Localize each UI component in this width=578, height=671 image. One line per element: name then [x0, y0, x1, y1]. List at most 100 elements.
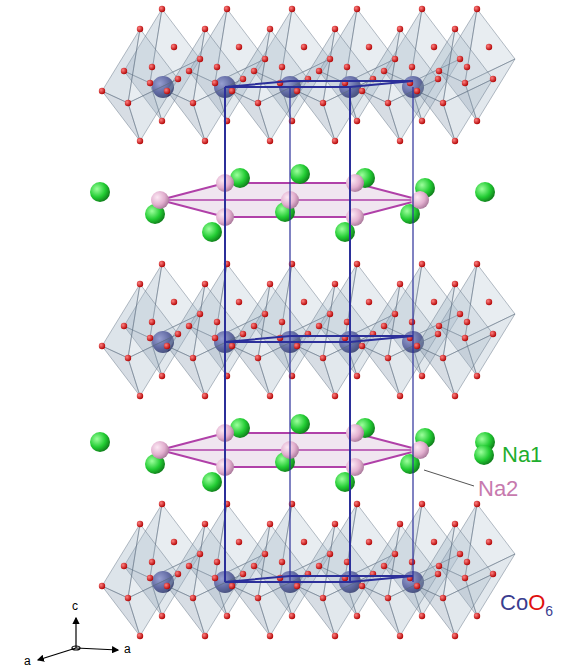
- o-atom: [381, 563, 387, 569]
- a-axis: [76, 648, 118, 650]
- cell-edge: [412, 87, 414, 582]
- o-atom: [332, 281, 338, 287]
- o-atom: [289, 6, 295, 12]
- o-atom: [159, 6, 165, 12]
- na-layer: [90, 414, 495, 492]
- o-atom: [255, 595, 261, 601]
- o-atom: [99, 583, 105, 589]
- o-atom: [251, 323, 257, 329]
- o-atom: [294, 583, 300, 589]
- o-atom: [474, 373, 480, 379]
- o-atom: [262, 311, 268, 317]
- o-atom: [409, 64, 415, 70]
- o-atom: [419, 6, 425, 12]
- o-atom: [452, 138, 458, 144]
- o-atom: [214, 559, 220, 565]
- a-axis: [38, 648, 76, 660]
- o-atom: [214, 64, 220, 70]
- o-atom: [149, 64, 155, 70]
- na1-atom: [90, 182, 110, 202]
- octahedron-face: [443, 334, 493, 396]
- o-atom: [327, 56, 333, 62]
- o-atom: [186, 68, 192, 74]
- o-atom: [490, 76, 496, 82]
- o-atom: [397, 521, 403, 527]
- o-atom: [197, 551, 203, 557]
- polyhedron-label: O: [528, 592, 545, 614]
- o-atom: [159, 373, 165, 379]
- na1-atom: [475, 182, 495, 202]
- o-atom: [354, 118, 360, 124]
- o-atom: [229, 88, 235, 94]
- o-atom: [359, 583, 365, 589]
- o-atom: [294, 88, 300, 94]
- o-atom: [279, 64, 285, 70]
- o-atom: [137, 393, 143, 399]
- o-atom: [332, 521, 338, 527]
- o-atom: [236, 44, 242, 50]
- o-atom: [190, 100, 196, 106]
- o-atom: [457, 311, 463, 317]
- o-atom: [436, 323, 442, 329]
- o-atom: [171, 539, 177, 545]
- o-atom: [490, 331, 496, 337]
- na2-atom: [151, 441, 169, 459]
- o-atom: [149, 559, 155, 565]
- na1-atom: [290, 414, 310, 434]
- o-atom: [171, 299, 177, 305]
- cell-edge: [224, 87, 226, 582]
- o-atom: [354, 6, 360, 12]
- o-atom: [137, 138, 143, 144]
- o-atom: [474, 261, 480, 267]
- axis-label: a: [24, 655, 31, 667]
- o-atom: [202, 26, 208, 32]
- coo6-layer: [99, 6, 515, 144]
- o-atom: [186, 563, 192, 569]
- o-atom: [159, 501, 165, 507]
- o-atom: [229, 343, 235, 349]
- axes: [38, 618, 118, 660]
- o-atom: [289, 613, 295, 619]
- o-atom: [397, 393, 403, 399]
- o-atom: [202, 281, 208, 287]
- o-atom: [490, 571, 496, 577]
- axis-origin: [72, 646, 80, 650]
- o-atom: [464, 319, 470, 325]
- atom-label: Na1: [502, 444, 542, 466]
- o-atom: [397, 281, 403, 287]
- o-atom: [175, 331, 181, 337]
- o-atom: [99, 88, 105, 94]
- o-atom: [474, 118, 480, 124]
- o-atom: [262, 56, 268, 62]
- o-atom: [197, 56, 203, 62]
- o-atom: [121, 563, 127, 569]
- o-atom: [147, 575, 153, 581]
- o-atom: [332, 633, 338, 639]
- o-atom: [240, 571, 246, 577]
- o-atom: [419, 261, 425, 267]
- na2-atom: [151, 191, 169, 209]
- o-atom: [255, 355, 261, 361]
- o-atom: [452, 633, 458, 639]
- o-atom: [462, 335, 468, 341]
- o-atom: [452, 521, 458, 527]
- o-atom: [366, 299, 372, 305]
- o-atom: [397, 633, 403, 639]
- o-atom: [462, 80, 468, 86]
- o-atom: [99, 343, 105, 349]
- o-atom: [392, 56, 398, 62]
- o-atom: [385, 355, 391, 361]
- o-atom: [202, 521, 208, 527]
- o-atom: [431, 44, 437, 50]
- o-atom: [212, 80, 218, 86]
- o-atom: [381, 68, 387, 74]
- o-atom: [236, 539, 242, 545]
- o-atom: [224, 6, 230, 12]
- o-atom: [359, 88, 365, 94]
- o-atom: [202, 393, 208, 399]
- na1-atom: [474, 445, 494, 465]
- o-atom: [301, 44, 307, 50]
- na-layer: [90, 164, 495, 242]
- o-atom: [414, 343, 420, 349]
- o-atom: [414, 583, 420, 589]
